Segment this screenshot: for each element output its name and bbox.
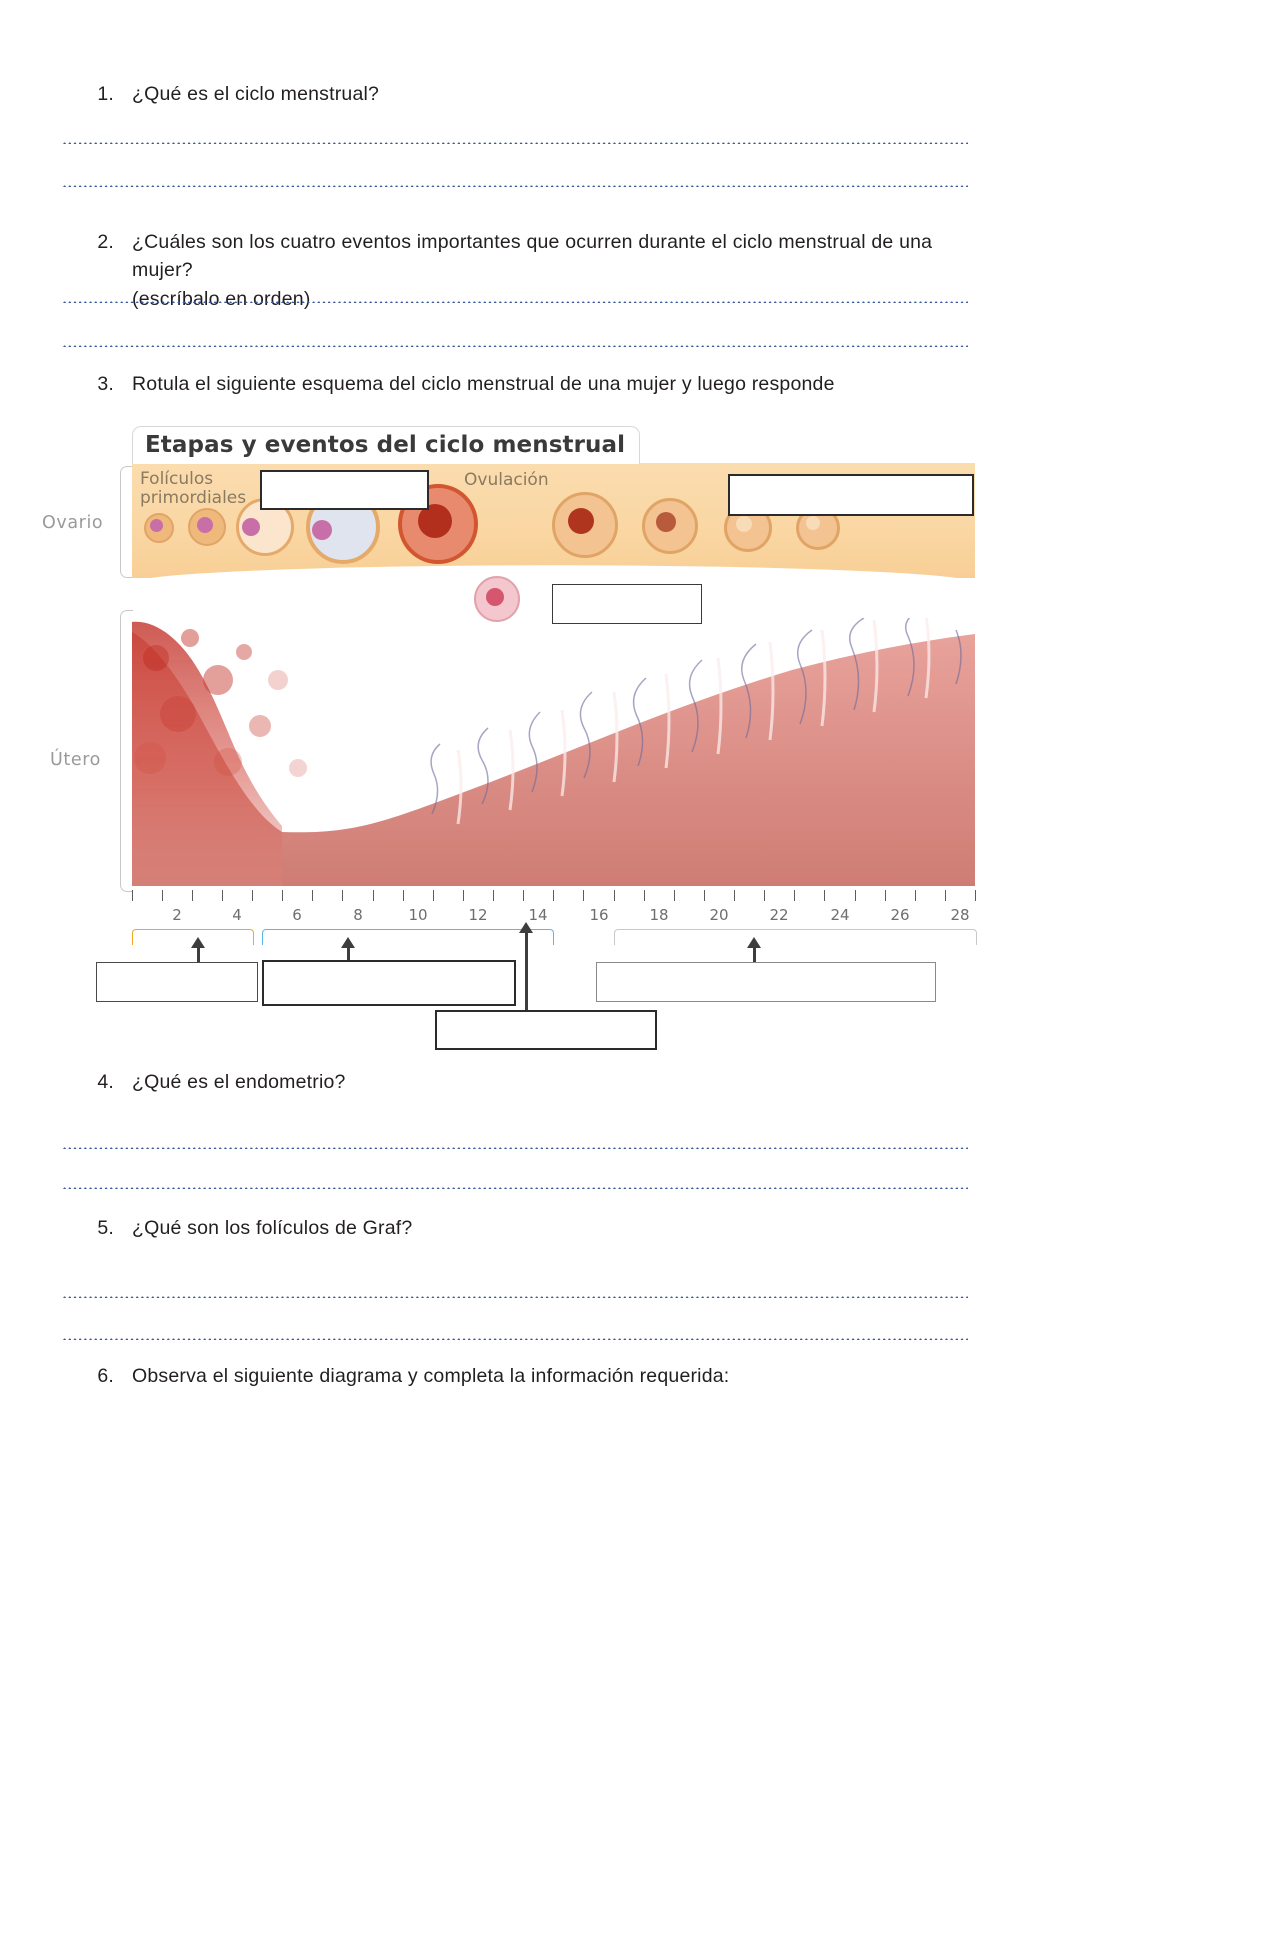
day-tick-18: 18 (649, 906, 669, 924)
corpus-luteum-2-core-icon (656, 512, 676, 532)
follicle-oocyte-2-icon (197, 517, 213, 533)
day-tick-6: 6 (292, 906, 302, 924)
question-5-number: 5. (97, 1217, 114, 1239)
follicle-oocyte-1-icon (150, 519, 163, 532)
endometrial-glands (456, 618, 931, 825)
menstruation-shedding-layer (132, 621, 307, 886)
question-6: 6. Observa el siguiente diagrama y compl… (88, 1362, 968, 1390)
question-3: 3. Rotula el siguiente esquema del ciclo… (88, 370, 968, 398)
day-tick-4: 4 (232, 906, 242, 924)
answer-box-corpus-luteum[interactable] (552, 584, 702, 624)
label-primordial-follicles-line2: primordiales (140, 488, 247, 509)
answer-box-phase-follicular[interactable] (262, 960, 516, 1006)
corpus-albicans-1-core-icon (736, 516, 752, 532)
question-6-text: Observa el siguiente diagrama y completa… (132, 1365, 730, 1387)
answer-line-2b[interactable] (62, 344, 968, 347)
follicle-stage-2-icon (188, 508, 226, 546)
day-tick-24: 24 (830, 906, 850, 924)
answer-line-4a[interactable] (62, 1146, 968, 1149)
follicle-oocyte-3-icon (242, 518, 260, 536)
answer-box-ovary-top-left[interactable] (260, 470, 429, 510)
day-tick-26: 26 (890, 906, 910, 924)
question-1-text: ¿Qué es el ciclo menstrual? (132, 83, 380, 105)
answer-line-5a[interactable] (62, 1295, 968, 1298)
answer-box-ovary-top-right[interactable] (728, 474, 974, 516)
uterus-brace (120, 610, 133, 892)
question-3-text: Rotula el siguiente esquema del ciclo me… (132, 373, 835, 395)
question-4-text: ¿Qué es el endometrio? (132, 1071, 346, 1093)
follicle-oocyte-4-icon (312, 520, 332, 540)
label-primordial-follicles: Folículos primordiales (140, 469, 247, 509)
ovary-band-wave (132, 565, 975, 578)
answer-box-ovulation-day[interactable] (435, 1010, 657, 1050)
phase-bracket-follicular (262, 929, 554, 945)
day-axis: 2 4 6 8 10 12 14 16 18 20 22 24 26 28 (132, 890, 977, 924)
answer-box-phase-luteal[interactable] (596, 962, 936, 1002)
day-tick-14: 14 (528, 906, 548, 924)
label-primordial-follicles-line1: Folículos (140, 469, 214, 489)
question-2-text: ¿Cuáles son los cuatro eventos important… (132, 231, 933, 282)
diagram-title: Etapas y eventos del ciclo menstrual (132, 426, 641, 464)
released-ovum-nucleus-icon (486, 588, 504, 606)
day-tick-16: 16 (589, 906, 609, 924)
answer-line-1a[interactable] (62, 141, 968, 144)
question-4: 4. ¿Qué es el endometrio? (88, 1068, 968, 1096)
day-tick-28: 28 (950, 906, 970, 924)
answer-line-5b[interactable] (62, 1337, 968, 1340)
question-6-number: 6. (97, 1365, 114, 1387)
day-tick-12: 12 (468, 906, 488, 924)
ovary-brace (120, 466, 133, 578)
question-3-number: 3. (97, 373, 114, 395)
arrow-to-ovulation-box (525, 931, 528, 1021)
question-5: 5. ¿Qué son los folículos de Graf? (88, 1214, 968, 1242)
question-1-number: 1. (97, 83, 114, 105)
question-4-number: 4. (97, 1071, 114, 1093)
diagram-side-label-ovary: Ovario (42, 513, 104, 533)
day-tick-2: 2 (172, 906, 182, 924)
spiral-arteries (430, 618, 962, 815)
phase-bracket-luteal (614, 929, 977, 945)
diagram-side-label-uterus: Útero (50, 750, 101, 770)
question-5-text: ¿Qué son los folículos de Graf? (132, 1217, 413, 1239)
question-2: 2. ¿Cuáles son los cuatro eventos import… (88, 228, 968, 313)
answer-box-phase-menstrual[interactable] (96, 962, 258, 1002)
day-tick-22: 22 (769, 906, 789, 924)
answer-line-1b[interactable] (62, 184, 968, 187)
corpus-albicans-2-core-icon (806, 516, 820, 530)
question-2-number: 2. (97, 231, 114, 253)
label-ovulation: Ovulación (464, 470, 549, 490)
endometrium-thickness-plot (132, 618, 975, 886)
endometrium-area (132, 632, 975, 886)
question-2-subtext: (escríbalo en orden) (132, 287, 311, 310)
menstrual-cycle-diagram: Ovario Útero Etapas y eventos del ciclo … (40, 418, 990, 1050)
answer-line-4b[interactable] (62, 1186, 968, 1189)
day-tick-8: 8 (353, 906, 363, 924)
corpus-luteum-1-core-icon (568, 508, 594, 534)
answer-line-2a[interactable] (62, 300, 968, 303)
day-tick-10: 10 (408, 906, 428, 924)
uterus-endometrium-panel (132, 618, 975, 886)
question-1: 1. ¿Qué es el ciclo menstrual? (88, 80, 968, 108)
day-tick-20: 20 (709, 906, 729, 924)
phase-bracket-menstrual (132, 929, 254, 945)
